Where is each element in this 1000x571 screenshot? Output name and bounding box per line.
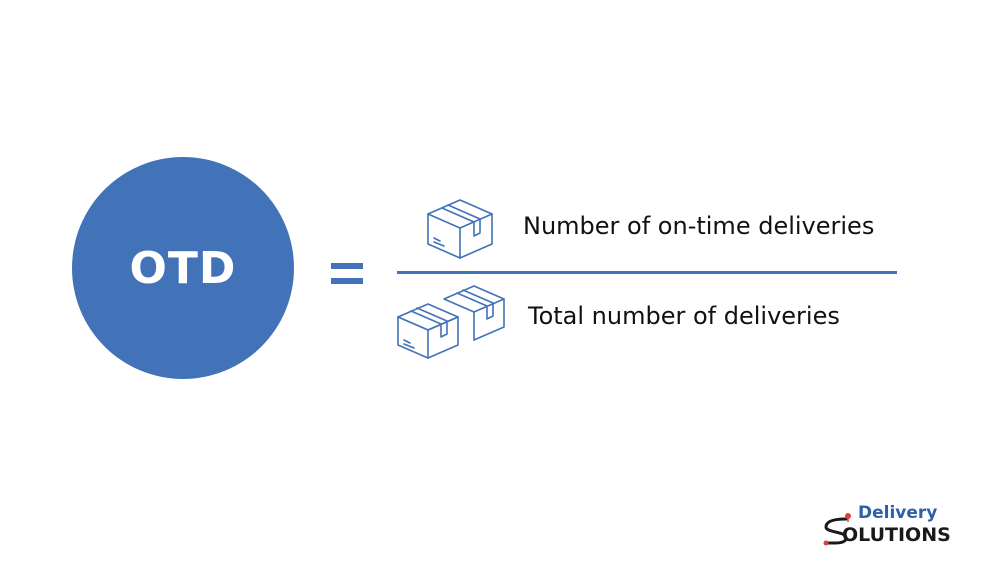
equals-bar-top: [331, 263, 363, 269]
fraction-line: [397, 271, 897, 274]
single-box-icon: [427, 199, 493, 259]
equals-bar-bottom: [331, 278, 363, 284]
pin-route-icon: [823, 513, 851, 546]
logo-word-solutions: OLUTIONS: [842, 524, 951, 546]
two-boxes-icon: [397, 285, 505, 359]
delivery-solutions-logo: Delivery OLUTIONS: [820, 503, 980, 549]
numerator-text: Number of on-time deliveries: [523, 212, 875, 240]
denominator-text: Total number of deliveries: [528, 302, 840, 330]
otd-circle: OTD: [72, 157, 294, 379]
equals-sign: [331, 263, 363, 285]
logo-word-delivery: Delivery: [858, 503, 938, 523]
otd-label: OTD: [129, 242, 237, 294]
